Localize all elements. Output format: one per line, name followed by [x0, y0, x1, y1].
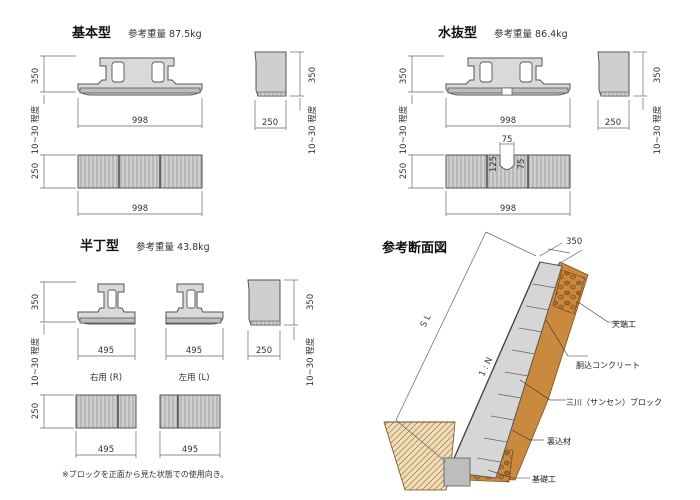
panel-basic: 基本型 参考重量 87.5kg 350 10~30 程度 998 350 10~… — [30, 25, 318, 216]
half-front-dim-height: 250 — [31, 403, 41, 419]
drain-notch-h1: 125 — [489, 156, 499, 172]
drain-weight: 参考重量 86.4kg — [494, 28, 568, 40]
panel-half: 半丁型 参考重量 43.8kg 350 10~30 程度 495 495 — [30, 238, 316, 479]
half-front-dim-width-l: 495 — [182, 445, 198, 455]
drain-dim-height: 350 — [399, 68, 409, 84]
half-front-view-r — [75, 394, 137, 429]
half-weight: 参考重量 43.8kg — [136, 241, 210, 253]
drain-dim-width: 998 — [500, 116, 516, 126]
half-side-view — [247, 279, 281, 326]
basic-dim-side: 250 — [262, 118, 278, 128]
section-dim-top: 350 — [566, 237, 582, 247]
basic-dim-gap: 10~30 程度 — [30, 105, 41, 154]
label-block: 三川（サンセン）ブロック — [566, 397, 662, 407]
basic-side-dim-height: 350 — [308, 67, 318, 83]
drain-title: 水抜型 — [438, 25, 477, 41]
drain-front-view — [445, 154, 571, 189]
half-label-l: 左用 (L) — [178, 372, 209, 383]
basic-dim-width: 998 — [132, 116, 148, 126]
basic-plan-view — [77, 57, 203, 96]
panel-section: 参考断面図 350 — [382, 231, 662, 491]
basic-title: 基本型 — [71, 25, 111, 41]
crest-gravel — [552, 269, 586, 315]
half-label-r: 右用 (R) — [90, 372, 122, 383]
label-kiso: 基礎工 — [532, 474, 556, 484]
drain-plan-view — [445, 57, 571, 96]
drain-front-dim-width: 998 — [500, 204, 516, 214]
half-plan-view-r — [77, 283, 136, 325]
label-dokomi: 胴込コンクリート — [576, 361, 640, 370]
half-side-dim-height: 350 — [306, 294, 316, 310]
panel-drain: 水抜型 参考重量 86.4kg 350 10~30 程度 998 350 10~… — [398, 25, 663, 216]
half-dim-gap: 10~30 程度 — [30, 337, 41, 386]
half-dim-width-l: 495 — [186, 346, 202, 356]
label-tenba: 天端工 — [612, 319, 636, 329]
half-usage-note: ※ブロックを正面から見た状態での使用向き。 — [62, 469, 228, 479]
drain-side-view — [597, 51, 630, 97]
basic-side-dim-gap: 10~30 程度 — [307, 105, 318, 154]
half-dim-width-r: 495 — [98, 346, 114, 356]
drain-side-dim-gap: 10~30 程度 — [652, 105, 663, 154]
section-title: 参考断面図 — [382, 240, 447, 256]
block-wall — [447, 261, 563, 479]
drain-dim-gap: 10~30 程度 — [398, 105, 409, 154]
half-dim-height: 350 — [31, 294, 41, 310]
section-label-sl: S L — [419, 313, 434, 329]
half-title: 半丁型 — [80, 238, 119, 254]
drain-dim-side: 250 — [605, 118, 621, 128]
basic-weight: 参考重量 87.5kg — [128, 28, 202, 40]
half-side-dim-gap: 10~30 程度 — [305, 337, 316, 386]
half-dim-side: 250 — [256, 346, 272, 356]
drain-notch-width: 75 — [502, 135, 513, 145]
label-uragome: 裏込材 — [547, 436, 571, 446]
foundation — [443, 457, 471, 487]
basic-front-dim-width: 998 — [132, 204, 148, 214]
basic-side-view — [254, 51, 287, 97]
drain-front-dim-height: 250 — [399, 163, 409, 179]
drain-side-dim-height: 350 — [653, 67, 663, 83]
half-front-view-l — [159, 394, 221, 429]
basic-dim-height: 350 — [31, 68, 41, 84]
half-front-dim-width-r: 495 — [98, 445, 114, 455]
basic-front-view — [77, 154, 203, 189]
basic-front-dim-height: 250 — [31, 163, 41, 179]
drain-notch-h2: 75 — [517, 159, 527, 170]
half-plan-view-l — [165, 283, 224, 325]
